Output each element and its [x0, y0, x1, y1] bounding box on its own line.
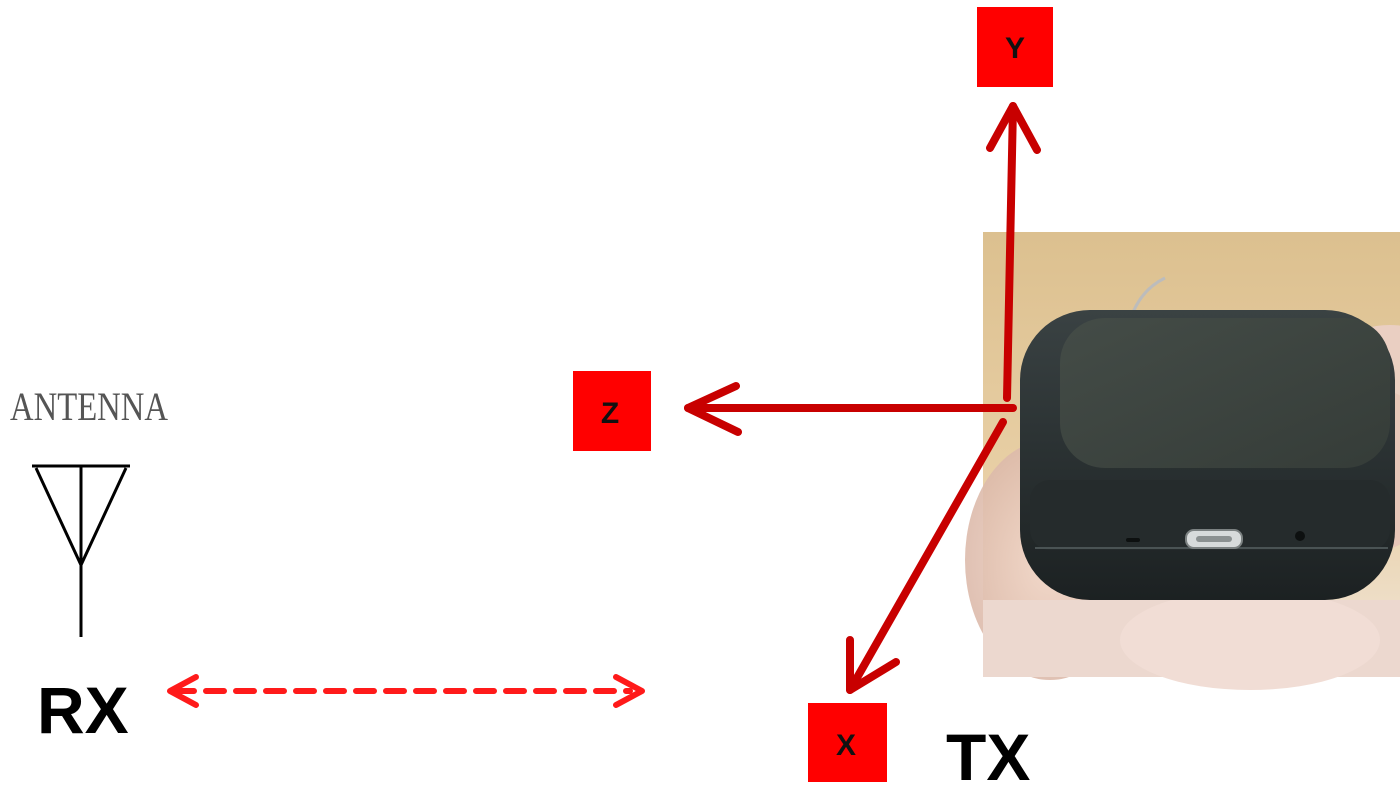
rx-tx-link-arrow [167, 674, 645, 708]
axis-y-text: Y [1005, 32, 1025, 65]
axis-label-x: X [808, 703, 887, 782]
axis-x-text: X [836, 729, 856, 762]
tx-device-photo [965, 232, 1400, 690]
axis-z-text: Z [601, 397, 619, 430]
x-axis-arrowhead [846, 636, 900, 694]
antenna-icon [32, 464, 130, 637]
axis-arrows [684, 102, 1041, 694]
antenna-label: ANTENNA [10, 384, 168, 429]
y-axis-arrowhead [986, 102, 1041, 154]
tx-label: TX [946, 720, 1030, 785]
z-axis-arrowhead [684, 382, 742, 436]
rx-label: RX [37, 673, 129, 747]
y-axis-arrow [1003, 102, 1017, 402]
x-axis-arrow [846, 418, 1007, 694]
axis-label-z: Z [573, 371, 651, 451]
axis-label-y: Y [977, 7, 1053, 87]
